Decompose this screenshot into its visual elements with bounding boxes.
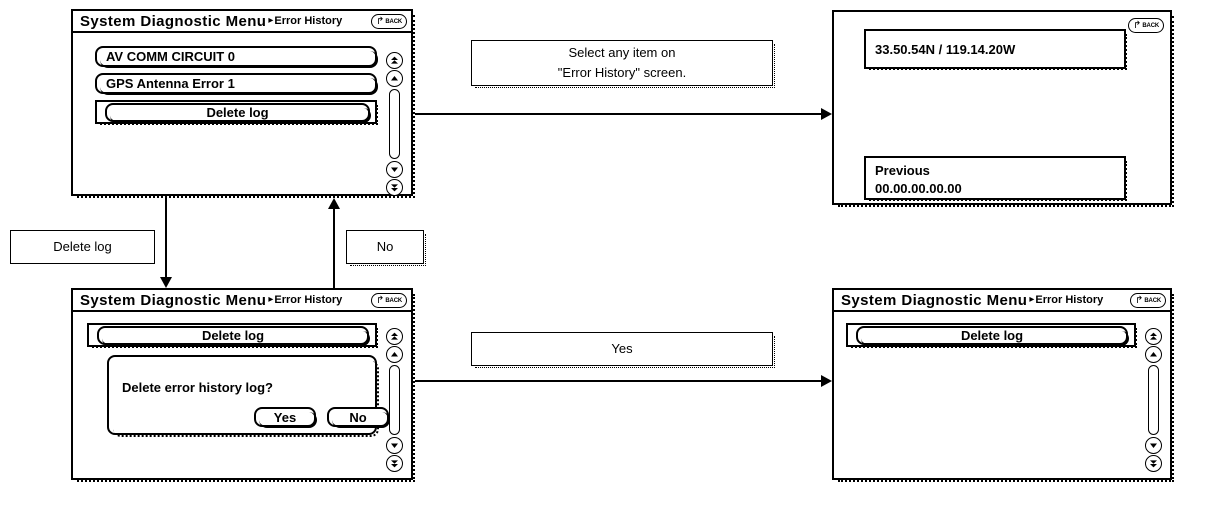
double-down-arrow-icon (390, 460, 398, 468)
list-item-error-1[interactable]: GPS Antenna Error 1 (95, 73, 378, 95)
page-title: System Diagnostic Menu (80, 12, 267, 30)
callout-select-item: Select any item on "Error History" scree… (471, 40, 775, 88)
label-text: Yes (611, 341, 633, 356)
dialog-yes-button[interactable]: Yes (254, 407, 317, 428)
delete-log-button[interactable]: Delete log (856, 326, 1129, 346)
back-button-label: BACK (1144, 297, 1161, 304)
back-button-label: BACK (1142, 22, 1159, 29)
screen-delete-confirm: System Diagnostic Menu ▸ Error History ↰… (71, 288, 415, 482)
breadcrumb-current: Error History (1035, 293, 1104, 306)
connector-select-item (415, 113, 822, 115)
scroll-up-button[interactable] (385, 70, 403, 87)
back-arrow-icon: ↰ (1133, 19, 1142, 31)
scroll-to-top-button[interactable] (1144, 328, 1162, 345)
dialog-yes-label: Yes (273, 409, 297, 425)
scroll-down-button[interactable] (385, 161, 403, 178)
back-arrow-icon: ↰ (376, 15, 385, 27)
delete-log-label: Delete log (201, 328, 265, 343)
label-text: Delete log (53, 239, 112, 254)
back-button-label: BACK (385, 18, 402, 25)
arrowhead-back-to-list (328, 198, 340, 209)
connector-delete-log-v (165, 196, 167, 278)
label-no: No (346, 230, 426, 266)
coordinates-value: 33.50.54N / 119.14.20W (875, 41, 1016, 57)
scrollbar-track[interactable] (1147, 365, 1159, 435)
scrollbar[interactable] (382, 328, 406, 473)
breadcrumb-current: Error History (274, 14, 343, 27)
screen-error-detail: ↰ BACK 33.50.54N / 119.14.20W Previous 0… (832, 10, 1174, 207)
double-up-arrow-icon (390, 332, 398, 340)
dialog-message: Delete error history log? (122, 380, 273, 395)
screen-header: System Diagnostic Menu ▸ Error History ↰… (834, 290, 1170, 312)
back-button[interactable]: ↰ BACK (371, 14, 407, 29)
breadcrumb-separator-icon: ▸ (268, 15, 274, 26)
up-arrow-icon (390, 76, 398, 81)
breadcrumb-separator-icon: ▸ (268, 294, 274, 305)
connector-no-v (333, 207, 335, 289)
up-arrow-icon (1149, 352, 1157, 357)
scrollbar[interactable] (382, 52, 406, 197)
label-text: No (376, 239, 394, 254)
previous-value: 00.00.00.00.00 (875, 181, 962, 196)
screen-body: Delete log (834, 312, 1170, 478)
screen-header: System Diagnostic Menu ▸ Error History ↰… (73, 290, 411, 312)
double-down-arrow-icon (390, 184, 398, 192)
scroll-to-bottom-button[interactable] (1144, 455, 1162, 472)
down-arrow-icon (390, 167, 398, 172)
back-arrow-icon: ↰ (1135, 294, 1144, 306)
page-title: System Diagnostic Menu (80, 291, 267, 309)
dialog-no-button[interactable]: No (327, 407, 390, 428)
label-delete-log: Delete log (10, 230, 155, 264)
screen-error-history: System Diagnostic Menu ▸ Error History ↰… (71, 9, 415, 198)
scroll-to-bottom-button[interactable] (385, 455, 403, 472)
scroll-down-button[interactable] (1144, 437, 1162, 454)
scroll-to-top-button[interactable] (385, 52, 403, 69)
breadcrumb-separator-icon: ▸ (1029, 294, 1035, 305)
dialog-no-label: No (349, 409, 367, 425)
delete-log-label: Delete log (206, 105, 269, 120)
double-up-arrow-icon (390, 56, 398, 64)
label-yes: Yes (471, 332, 775, 368)
scroll-up-button[interactable] (385, 346, 403, 363)
confirm-dialog: Delete error history log? Yes No (107, 355, 390, 437)
screen-body: Delete log Delete error history log? Yes… (73, 312, 411, 478)
up-arrow-icon (390, 352, 398, 357)
list-item-label: GPS Antenna Error 1 (106, 76, 235, 91)
scrollbar[interactable] (1141, 328, 1165, 473)
delete-log-button[interactable]: Delete log (97, 326, 370, 346)
arrowhead-to-cleared (821, 375, 832, 387)
double-up-arrow-icon (1149, 332, 1157, 340)
down-arrow-icon (1149, 443, 1157, 448)
scrollbar-track[interactable] (388, 365, 400, 435)
previous-label: Previous (875, 163, 930, 178)
previous-box: Previous 00.00.00.00.00 (864, 156, 1127, 201)
back-button-label: BACK (385, 297, 402, 304)
connector-yes (415, 380, 822, 382)
list-item-error-0[interactable]: AV COMM CIRCUIT 0 (95, 46, 378, 68)
down-arrow-icon (390, 443, 398, 448)
back-button[interactable]: ↰ BACK (1128, 18, 1164, 33)
screen-header: System Diagnostic Menu ▸ Error History ↰… (73, 11, 411, 33)
delete-log-label: Delete log (960, 328, 1024, 343)
arrowhead-to-confirm (160, 277, 172, 288)
page-title: System Diagnostic Menu (841, 291, 1028, 309)
scroll-down-button[interactable] (385, 437, 403, 454)
breadcrumb-current: Error History (274, 293, 343, 306)
delete-log-button[interactable]: Delete log (105, 103, 371, 123)
scroll-to-bottom-button[interactable] (385, 179, 403, 196)
back-button[interactable]: ↰ BACK (371, 293, 407, 308)
coordinates-box: 33.50.54N / 119.14.20W (864, 29, 1127, 70)
list-item-label: AV COMM CIRCUIT 0 (106, 49, 236, 64)
arrowhead-to-detail (821, 108, 832, 120)
back-button[interactable]: ↰ BACK (1130, 293, 1166, 308)
callout-line-1: Select any item on (568, 45, 676, 60)
callout-line-2: "Error History" screen. (557, 65, 687, 80)
scroll-up-button[interactable] (1144, 346, 1162, 363)
back-arrow-icon: ↰ (376, 294, 385, 306)
scroll-to-top-button[interactable] (385, 328, 403, 345)
screen-body: AV COMM CIRCUIT 0 GPS Antenna Error 1 De… (73, 33, 411, 197)
screen-error-history-cleared: System Diagnostic Menu ▸ Error History ↰… (832, 288, 1174, 482)
scrollbar-track[interactable] (388, 89, 400, 159)
double-down-arrow-icon (1149, 460, 1157, 468)
